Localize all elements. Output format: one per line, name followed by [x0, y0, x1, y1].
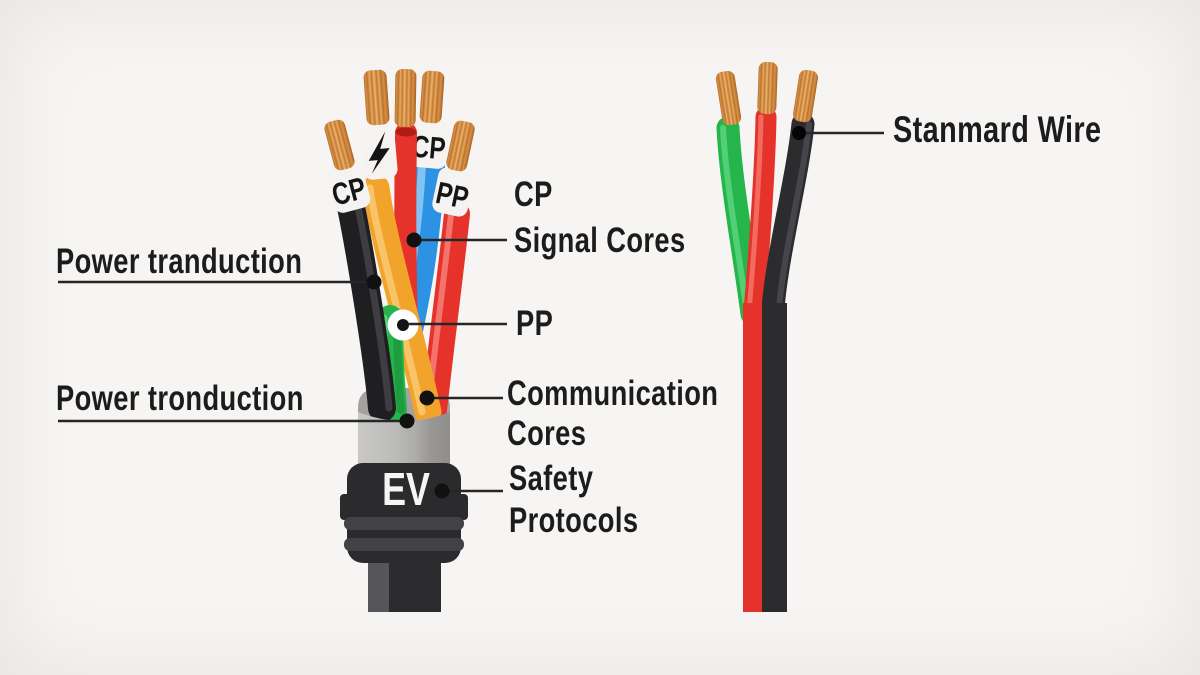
standard-wire	[715, 61, 884, 612]
callout-power-tronduction: Power tronduction	[56, 379, 304, 418]
std-red-copper-tip	[757, 61, 778, 115]
black-wire-tag: CP	[326, 162, 371, 213]
std-red-wire-highlight	[746, 114, 764, 315]
pp-wire-tag-label: PP	[433, 175, 472, 216]
callout-pp: PP	[516, 304, 554, 343]
black-wire-copper-tip	[324, 119, 355, 171]
orange-wire-copper-tip	[363, 69, 390, 126]
center-red-copper-tip	[394, 68, 417, 128]
std-green-copper-tip	[715, 70, 742, 126]
center-red-wire-rim	[395, 127, 417, 137]
blue-wire-copper-tip	[419, 70, 445, 124]
dot-power-tranduction	[366, 274, 382, 290]
callout-standard-wire: Stanmard Wire	[893, 109, 1102, 150]
std-black-wire	[761, 112, 815, 320]
dot-safety-protocols	[434, 483, 450, 499]
left-callout-leaders	[58, 238, 507, 493]
callout-communication-cores: Communication Cores	[507, 374, 719, 453]
ev-connector-label: EV	[382, 464, 430, 515]
black-power-wire-highlight	[353, 198, 393, 412]
ev-cable: CP PP CP	[58, 68, 507, 612]
connector-ridge-2	[344, 538, 464, 551]
callout-safety-protocols: Safety Protocols	[509, 459, 639, 541]
orange-comm-wire	[362, 174, 442, 426]
connector-stub-highlight	[368, 560, 389, 612]
dot-standard-wire	[792, 126, 806, 140]
std-black-wire-highlight	[776, 121, 812, 311]
pp-red-copper-tip	[446, 120, 475, 172]
connector-ridge-1	[344, 517, 464, 530]
black-power-wire	[336, 188, 396, 422]
blue-wire-tag: CP	[408, 119, 450, 169]
cable-sheath-front	[358, 412, 450, 470]
pp-red-wire	[421, 201, 470, 423]
pp-marker-dot	[397, 319, 409, 331]
dot-power-tronduction	[399, 413, 415, 429]
std-cable-body-black	[762, 303, 787, 612]
std-red-wire	[743, 106, 777, 323]
callout-power-tranduction: Power tranduction	[56, 242, 303, 281]
dot-communication-cores	[419, 390, 435, 406]
std-cable-body-red	[743, 303, 762, 612]
pp-wire-tag: PP	[432, 167, 474, 217]
callout-cp-signal-cores: CP Signal Cores	[514, 175, 686, 260]
lightning-bolt-icon	[368, 131, 390, 174]
orange-wire-tag	[360, 125, 398, 180]
std-black-copper-tip	[793, 69, 818, 123]
orange-comm-wire-highlight	[366, 184, 426, 416]
left-callout-dots	[366, 232, 450, 499]
dot-cp-signal-cores	[406, 232, 422, 248]
std-green-wire-highlight	[720, 125, 750, 317]
